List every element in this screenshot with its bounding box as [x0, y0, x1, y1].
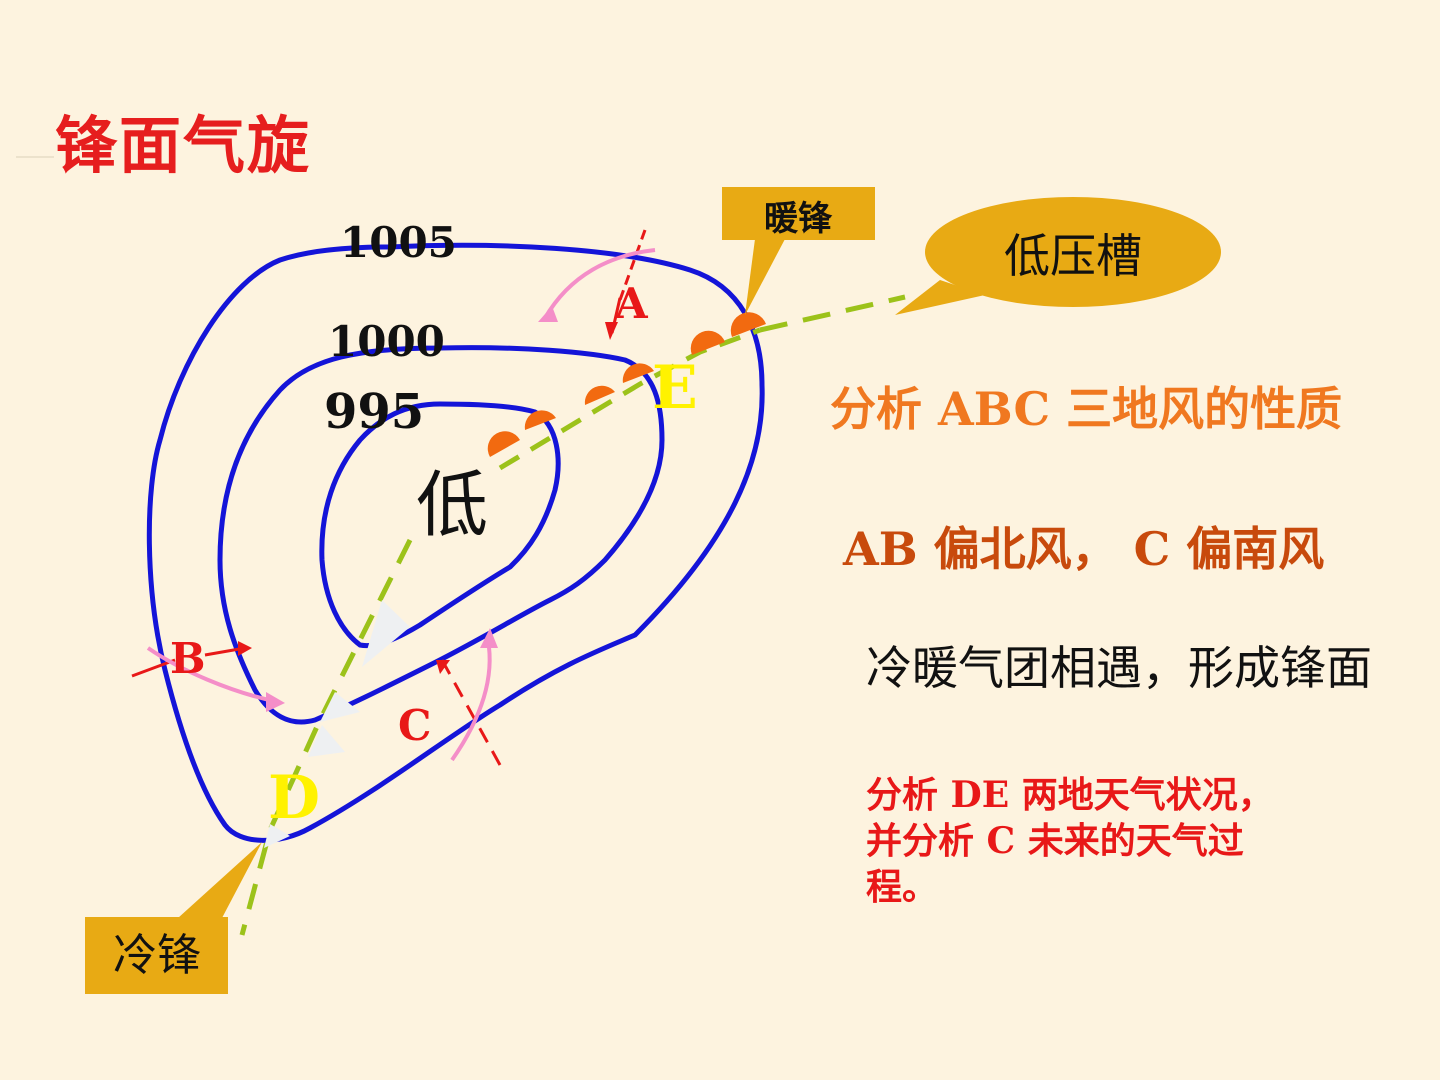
warm-front-symbol: [730, 312, 766, 337]
cold-front-label: 冷锋: [113, 930, 201, 981]
trough-line: [759, 294, 906, 333]
point-c-wind-arrowhead: [436, 660, 450, 674]
warm-front-symbol: [524, 410, 556, 430]
trough-callout-bubble: [925, 197, 1221, 307]
cold-front-symbols: [264, 600, 410, 848]
point-b-wind-arrowhead: [238, 641, 252, 656]
cold-front-symbol: [264, 824, 290, 848]
warm-front-callout-pointer: [745, 239, 785, 315]
point-e-label: E: [652, 353, 698, 423]
point-c-flow-arrow: [450, 639, 492, 762]
point-a-flow-arrow: [543, 248, 656, 320]
point-b-label: B: [170, 634, 206, 683]
point-c-tick: [440, 659, 502, 766]
answer-wind-direction: AB 偏北风， C 偏南风: [843, 522, 1325, 576]
cold-front-callout-box: [85, 917, 228, 994]
isobar-1005: [146, 242, 765, 843]
point-c-label: C: [398, 701, 431, 750]
isobar-label-995: 995: [324, 384, 424, 440]
slide-title: 锋面气旋: [55, 109, 312, 182]
warm-front-line: [498, 327, 761, 471]
warm-front-symbol: [487, 431, 520, 457]
isobar-label-1000: 1000: [328, 317, 445, 366]
point-a-flow-arrowhead: [538, 306, 558, 322]
point-c-flow-arrowhead: [480, 628, 498, 648]
cold-front-symbol: [320, 692, 360, 722]
warm-front-label: 暖锋: [764, 199, 833, 239]
warm-front-symbol: [584, 385, 615, 405]
trough-label: 低压槽: [1004, 229, 1142, 283]
warm-front-symbol: [622, 363, 654, 383]
trough-callout-pointer: [895, 280, 985, 315]
cold-front-symbol: [362, 600, 410, 667]
cold-front-symbol: [308, 725, 345, 757]
cold-front-line: [239, 538, 413, 936]
title-decoration: [16, 156, 54, 158]
warm-front-callout-box: [722, 187, 875, 240]
point-b-flow-arrow: [146, 646, 279, 704]
cold-front-callout-pointer: [178, 842, 262, 918]
isobar-995: [319, 401, 561, 649]
analysis-question-abc: 分析 ABC 三地风的性质: [830, 382, 1343, 436]
isobar-label-1005: 1005: [340, 218, 457, 267]
analysis-question-de: 分析 DE 两地天气状况，并分析 C 未来的天气过程。: [866, 774, 1274, 908]
point-a-label: A: [614, 279, 649, 328]
isobar-1000: [217, 345, 665, 725]
point-a-wind-arrowhead: [605, 322, 618, 340]
warm-front-symbols: [487, 312, 766, 457]
front-formation-note: 冷暖气团相遇，形成锋面: [866, 641, 1372, 695]
point-a-tick: [618, 229, 647, 301]
warm-front-symbol: [690, 330, 725, 355]
point-d-label: D: [268, 763, 320, 833]
low-pressure-center-label: 低: [416, 463, 488, 547]
point-b-flow-arrowhead: [266, 692, 285, 712]
